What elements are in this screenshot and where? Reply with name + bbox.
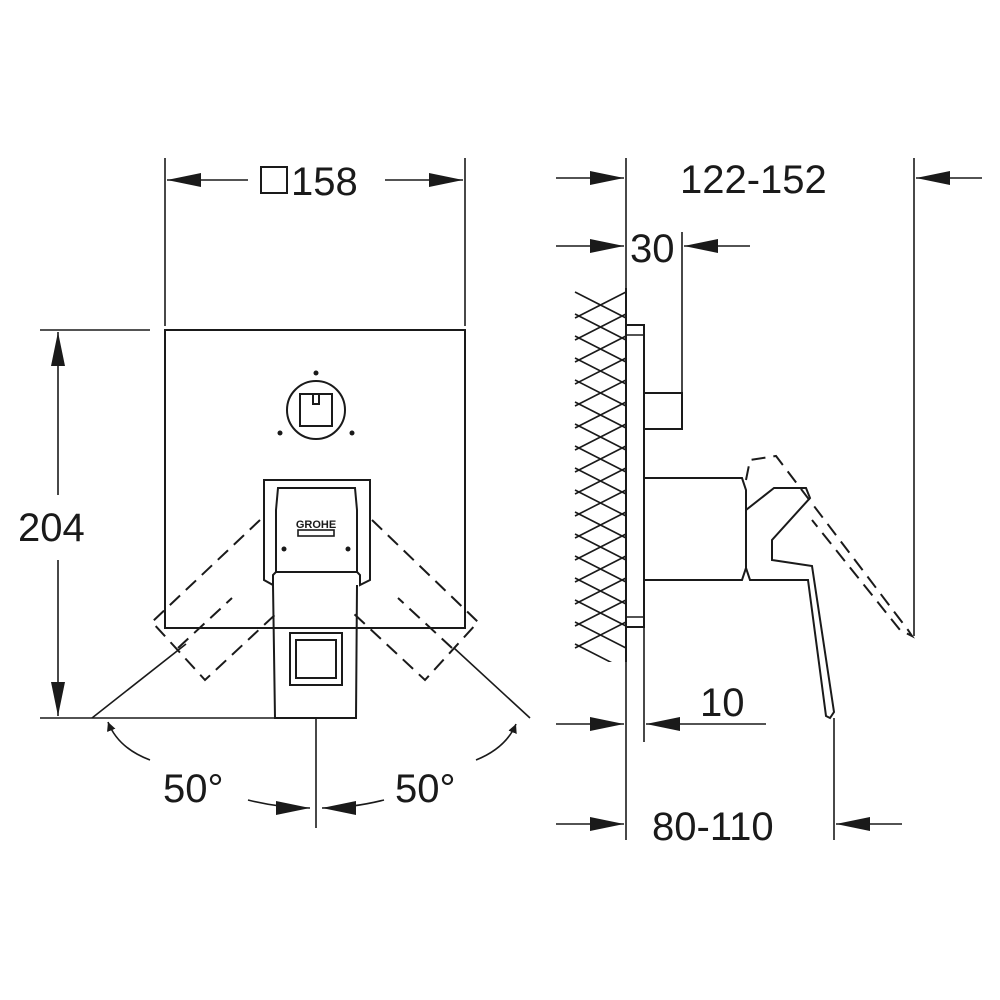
- diverter-knob: [277, 370, 355, 440]
- angle-right-label: 50°: [395, 767, 456, 811]
- side-view: 122-152 30 10 80-110: [556, 158, 982, 849]
- width-label: 158: [291, 160, 358, 204]
- cover-plate: [164, 329, 466, 629]
- cover-plate-profile: [625, 324, 645, 628]
- spindle-label: 30: [630, 227, 675, 271]
- plate-label: 10: [700, 681, 745, 725]
- spindle-dimension: 30: [556, 227, 750, 393]
- wall-section: [574, 288, 627, 662]
- square-symbol: [260, 166, 288, 194]
- total-depth-dimension: 122-152: [556, 158, 982, 636]
- lever-handle-front: GROHE: [263, 479, 371, 719]
- grohe-logo: GROHE: [296, 519, 336, 531]
- lever-handle-side: [644, 454, 915, 720]
- height-label: 204: [18, 506, 85, 550]
- lever-swing-right: [351, 519, 480, 682]
- diverter-spindle-profile: [643, 392, 683, 430]
- install-depth-dimension: 80-110: [556, 718, 902, 849]
- width-dimension: 158: [164, 158, 466, 326]
- lever-square-insert: [289, 632, 343, 686]
- angle-dimension-left: 50°: [91, 643, 311, 815]
- front-view: 158 204: [18, 158, 531, 828]
- angle-dimension-right: 50°: [321, 647, 531, 815]
- plate-dimension: 10: [556, 627, 766, 840]
- install-depth-label: 80-110: [652, 805, 774, 849]
- total-depth-label: 122-152: [680, 158, 827, 202]
- lever-swing-left: [150, 519, 279, 682]
- angle-left-label: 50°: [163, 767, 224, 811]
- height-dimension: 204: [18, 329, 275, 719]
